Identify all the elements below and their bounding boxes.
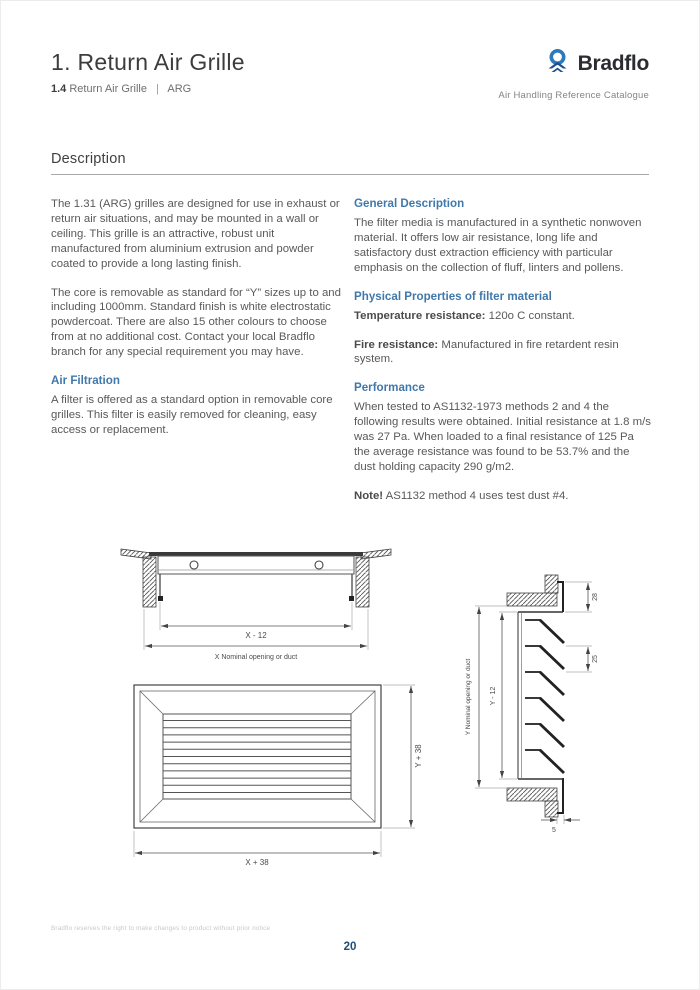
description-heading: Description <box>51 151 126 167</box>
performance-text: When tested to AS1132-1973 methods 2 and… <box>354 401 651 473</box>
catalogue-label: Air Handling Reference Catalogue <box>498 90 649 101</box>
temperature-value: 120o C constant. <box>488 309 575 322</box>
page-title: 1. Return Air Grille <box>51 49 245 75</box>
air-filtration-text: A filter is offered as a standard option… <box>51 394 333 436</box>
brand-name: Bradflo <box>577 51 650 75</box>
grille-face-plate <box>149 552 363 556</box>
temperature-label: Temperature resistance: <box>354 309 486 322</box>
wall-left <box>142 556 157 608</box>
technical-drawings: X - 12 X Nominal opening or duct <box>1 536 699 886</box>
wall-right <box>355 556 370 608</box>
dim-label-x-minus-12: X - 12 <box>245 631 267 640</box>
dim-label-y-nominal: Y Nominal opening or duct <box>465 659 472 736</box>
section-name: Return Air Grille <box>69 83 147 95</box>
dim-label-25: 25 <box>592 655 599 663</box>
screw-hole-left <box>189 560 199 570</box>
dim-label-5: 5 <box>552 827 556 834</box>
screw-hole-right <box>314 560 324 570</box>
frame-flange-top <box>557 581 564 612</box>
brand-block: Bradflo Air Handling Reference Catalogue <box>498 47 649 101</box>
drawing-top-section: X - 12 X Nominal opening or duct <box>120 548 392 661</box>
drawing-front-view: Y + 38 X + 38 <box>133 684 423 867</box>
wall-bottom <box>506 787 558 802</box>
fire-label: Fire resistance: <box>354 338 439 351</box>
dim-label-y-plus-38: Y + 38 <box>414 744 423 768</box>
left-column: The 1.31 (ARG) grilles are designed for … <box>51 197 343 518</box>
frame-flange-bottom <box>557 778 564 814</box>
description-columns: The 1.31 (ARG) grilles are designed for … <box>51 197 651 518</box>
note-label: Note! <box>354 489 384 502</box>
air-filtration-heading: Air Filtration <box>51 374 120 388</box>
louvre-slats <box>163 720 351 793</box>
dim-label-28: 28 <box>592 593 599 601</box>
dim-label-x-nominal: X Nominal opening or duct <box>215 654 298 661</box>
performance-heading: Performance <box>354 381 425 395</box>
bradflo-logo-icon <box>544 47 571 80</box>
right-column: General Description The filter media is … <box>354 197 651 518</box>
fire-resistance: Fire resistance: Manufactured in fire re… <box>354 338 651 368</box>
dim-label-y-minus-12: Y - 12 <box>490 687 497 706</box>
section-number: 1.4 <box>51 83 67 95</box>
core-paragraph: The core is removable as standard for “Y… <box>51 286 341 359</box>
general-description-heading: General Description <box>354 197 465 210</box>
footer-disclaimer: Bradflo reserves the right to make chang… <box>51 925 271 932</box>
louvre-blades <box>525 618 565 775</box>
product-code: ARG <box>167 83 192 95</box>
section-divider <box>51 174 649 175</box>
drawings-svg: X - 12 X Nominal opening or duct <box>120 548 599 867</box>
header-title-block: 1. Return Air Grille 1.4 Return Air Gril… <box>51 49 245 95</box>
physical-properties-heading: Physical Properties of filter material <box>354 289 552 303</box>
drawing-side-section: 28 25 5 Y - 12 <box>465 574 599 834</box>
wall-top <box>506 592 558 607</box>
grille-frame <box>157 555 355 575</box>
breadcrumb: 1.4 Return Air Grille | ARG <box>51 83 245 95</box>
temperature-resistance: Temperature resistance: 120o C constant. <box>354 309 651 324</box>
fire-value: Manufactured in fire retardent resin sys… <box>354 338 619 366</box>
dim-label-x-plus-38: X + 38 <box>245 858 269 867</box>
note: Note! AS1132 method 4 uses test dust #4. <box>354 489 651 504</box>
intro-paragraph: The 1.31 (ARG) grilles are designed for … <box>51 198 340 270</box>
note-text: AS1132 method 4 uses test dust #4. <box>385 489 569 502</box>
general-description-text: The filter media is manufactured in a sy… <box>354 217 642 274</box>
page-number: 20 <box>343 941 357 953</box>
separator: | <box>156 83 159 95</box>
